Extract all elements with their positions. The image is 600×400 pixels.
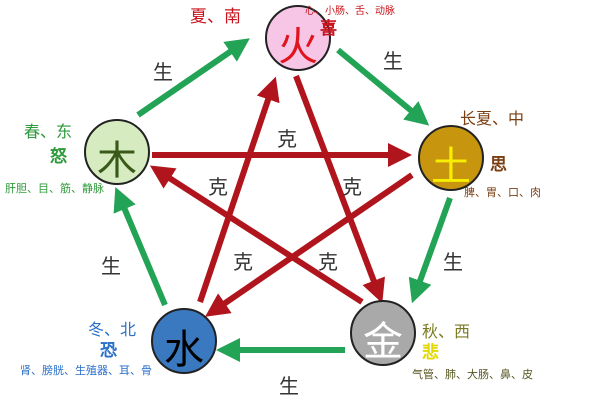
wood-emotion: 怒 — [50, 147, 67, 167]
metal-season-direction: 秋、西 — [422, 322, 471, 341]
metal-circle — [350, 300, 416, 366]
wood-circle — [84, 119, 150, 185]
arrow-earth-restrains-water — [205, 172, 414, 317]
earth-season-direction: 长夏、中 — [460, 109, 525, 128]
fire-circle — [265, 5, 331, 71]
arrow-water-generates-wood — [113, 186, 168, 307]
metal-character: 金 — [363, 319, 403, 365]
wood-organs: 肝胆、目、筋、静脉 — [5, 182, 104, 195]
fire-organs: 心、小肠、舌、动脉 — [305, 6, 395, 17]
water-character: 水 — [164, 327, 204, 373]
arrow-earth-generates-metal — [408, 196, 453, 304]
fire-season-direction: 夏、南 — [190, 7, 241, 27]
water-organs: 肾、膀胱、生殖器、耳、骨 — [20, 364, 152, 377]
earth-circle — [418, 125, 484, 191]
generate-label-metal-water: 生 — [279, 374, 299, 398]
restrain-label-fire-metal: 克 — [342, 175, 362, 199]
wood-character: 木 — [97, 138, 137, 184]
fire-emotion: 喜 — [320, 19, 337, 39]
generate-label-water-wood: 生 — [101, 254, 121, 278]
restrain-label-metal-wood: 克 — [233, 250, 253, 274]
earth-emotion: 思 — [490, 155, 507, 175]
generate-label-fire-earth: 生 — [383, 49, 403, 73]
earth-organs: 脾、胃、口、肉 — [464, 186, 541, 199]
water-circle — [151, 308, 217, 374]
metal-organs: 气管、肺、大肠、鼻、皮 — [412, 368, 533, 381]
water-emotion: 恐 — [100, 341, 117, 361]
generate-label-wood-fire: 生 — [153, 60, 173, 84]
restrain-label-water-fire: 克 — [208, 175, 228, 199]
restrain-label-wood-earth: 克 — [277, 127, 297, 151]
generate-label-earth-metal: 生 — [443, 250, 463, 274]
fire-character: 火 — [278, 24, 318, 70]
earth-character: 土 — [431, 144, 471, 190]
arrow-fire-generates-earth — [336, 47, 430, 126]
wood-season-direction: 春、东 — [24, 122, 73, 141]
restrain-label-earth-water: 克 — [318, 250, 338, 274]
arrow-metal-restrains-wood — [149, 165, 364, 305]
water-season-direction: 冬、北 — [88, 320, 137, 339]
arrow-water-restrains-fire — [197, 76, 280, 303]
arrow-wood-generates-fire — [136, 38, 250, 118]
arrow-fire-restrains-metal — [293, 74, 385, 304]
metal-emotion: 悲 — [422, 343, 439, 363]
